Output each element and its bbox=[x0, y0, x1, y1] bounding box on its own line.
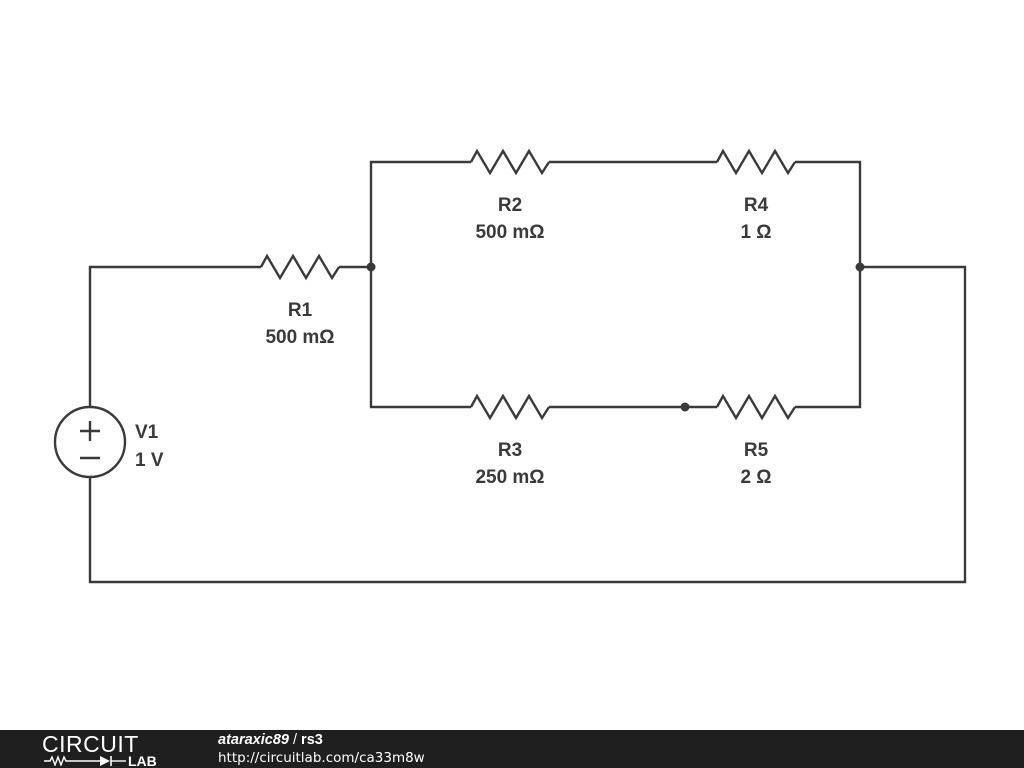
label-r1-value: 500 mΩ bbox=[265, 327, 334, 348]
label-r4-value: 1 Ω bbox=[740, 222, 771, 243]
logo-lab-text: LAB bbox=[128, 753, 157, 766]
label-r5-value: 2 Ω bbox=[740, 467, 771, 488]
resistor-r1 bbox=[259, 253, 341, 281]
circuitlab-logo[interactable]: CIRCUIT LAB bbox=[42, 732, 174, 766]
wire-v1-to-r1 bbox=[88, 265, 261, 408]
wire-r4-to-node-b bbox=[795, 160, 862, 267]
wires bbox=[88, 160, 967, 584]
circuit-title-link[interactable]: rs3 bbox=[301, 732, 323, 748]
label-r4-name: R4 bbox=[744, 195, 769, 216]
footer-info: ataraxic89 / rs3 http://circuitlab.com/c… bbox=[218, 731, 425, 767]
junction-node-a bbox=[366, 262, 376, 272]
label-v1-name: V1 bbox=[135, 422, 159, 443]
circuit-url-link[interactable]: http://circuitlab.com/ca33m8w bbox=[218, 750, 425, 766]
junction-r3-r5 bbox=[680, 402, 690, 412]
label-v1-value: 1 V bbox=[135, 450, 164, 471]
resistor-r4 bbox=[715, 148, 797, 176]
wire-r5-to-node-b bbox=[795, 267, 862, 409]
label-r3-name: R3 bbox=[498, 440, 522, 461]
resistor-r5 bbox=[715, 393, 797, 421]
wire-node-a-to-r2 bbox=[369, 160, 471, 267]
junction-node-b bbox=[855, 262, 865, 272]
label-r2-name: R2 bbox=[498, 195, 522, 216]
footer-title-line: ataraxic89 / rs3 bbox=[218, 731, 425, 749]
logo-diode-icon bbox=[100, 756, 110, 766]
circuit-schematic: R1 500 mΩ R2 500 mΩ R4 1 Ω R3 250 mΩ R5 … bbox=[53, 148, 967, 584]
label-r2-value: 500 mΩ bbox=[475, 222, 544, 243]
wire-node-a-to-r3 bbox=[369, 267, 471, 409]
footer-bar: CIRCUIT LAB ataraxic89 / rs3 http://circ… bbox=[0, 730, 1024, 768]
voltage-source-circle bbox=[53, 405, 127, 479]
logo-resistor-icon bbox=[44, 755, 82, 766]
resistor-r3 bbox=[469, 393, 551, 421]
resistor-r2 bbox=[469, 148, 551, 176]
label-r1-name: R1 bbox=[288, 300, 313, 321]
label-r5-name: R5 bbox=[744, 440, 769, 461]
separator: / bbox=[292, 732, 298, 748]
logo-circuit-text: CIRCUIT bbox=[42, 732, 139, 757]
author-link[interactable]: ataraxic89 bbox=[218, 732, 289, 748]
wire-node-b-return bbox=[88, 265, 967, 584]
voltage-source-v1 bbox=[53, 405, 127, 479]
label-r3-value: 250 mΩ bbox=[475, 467, 544, 488]
